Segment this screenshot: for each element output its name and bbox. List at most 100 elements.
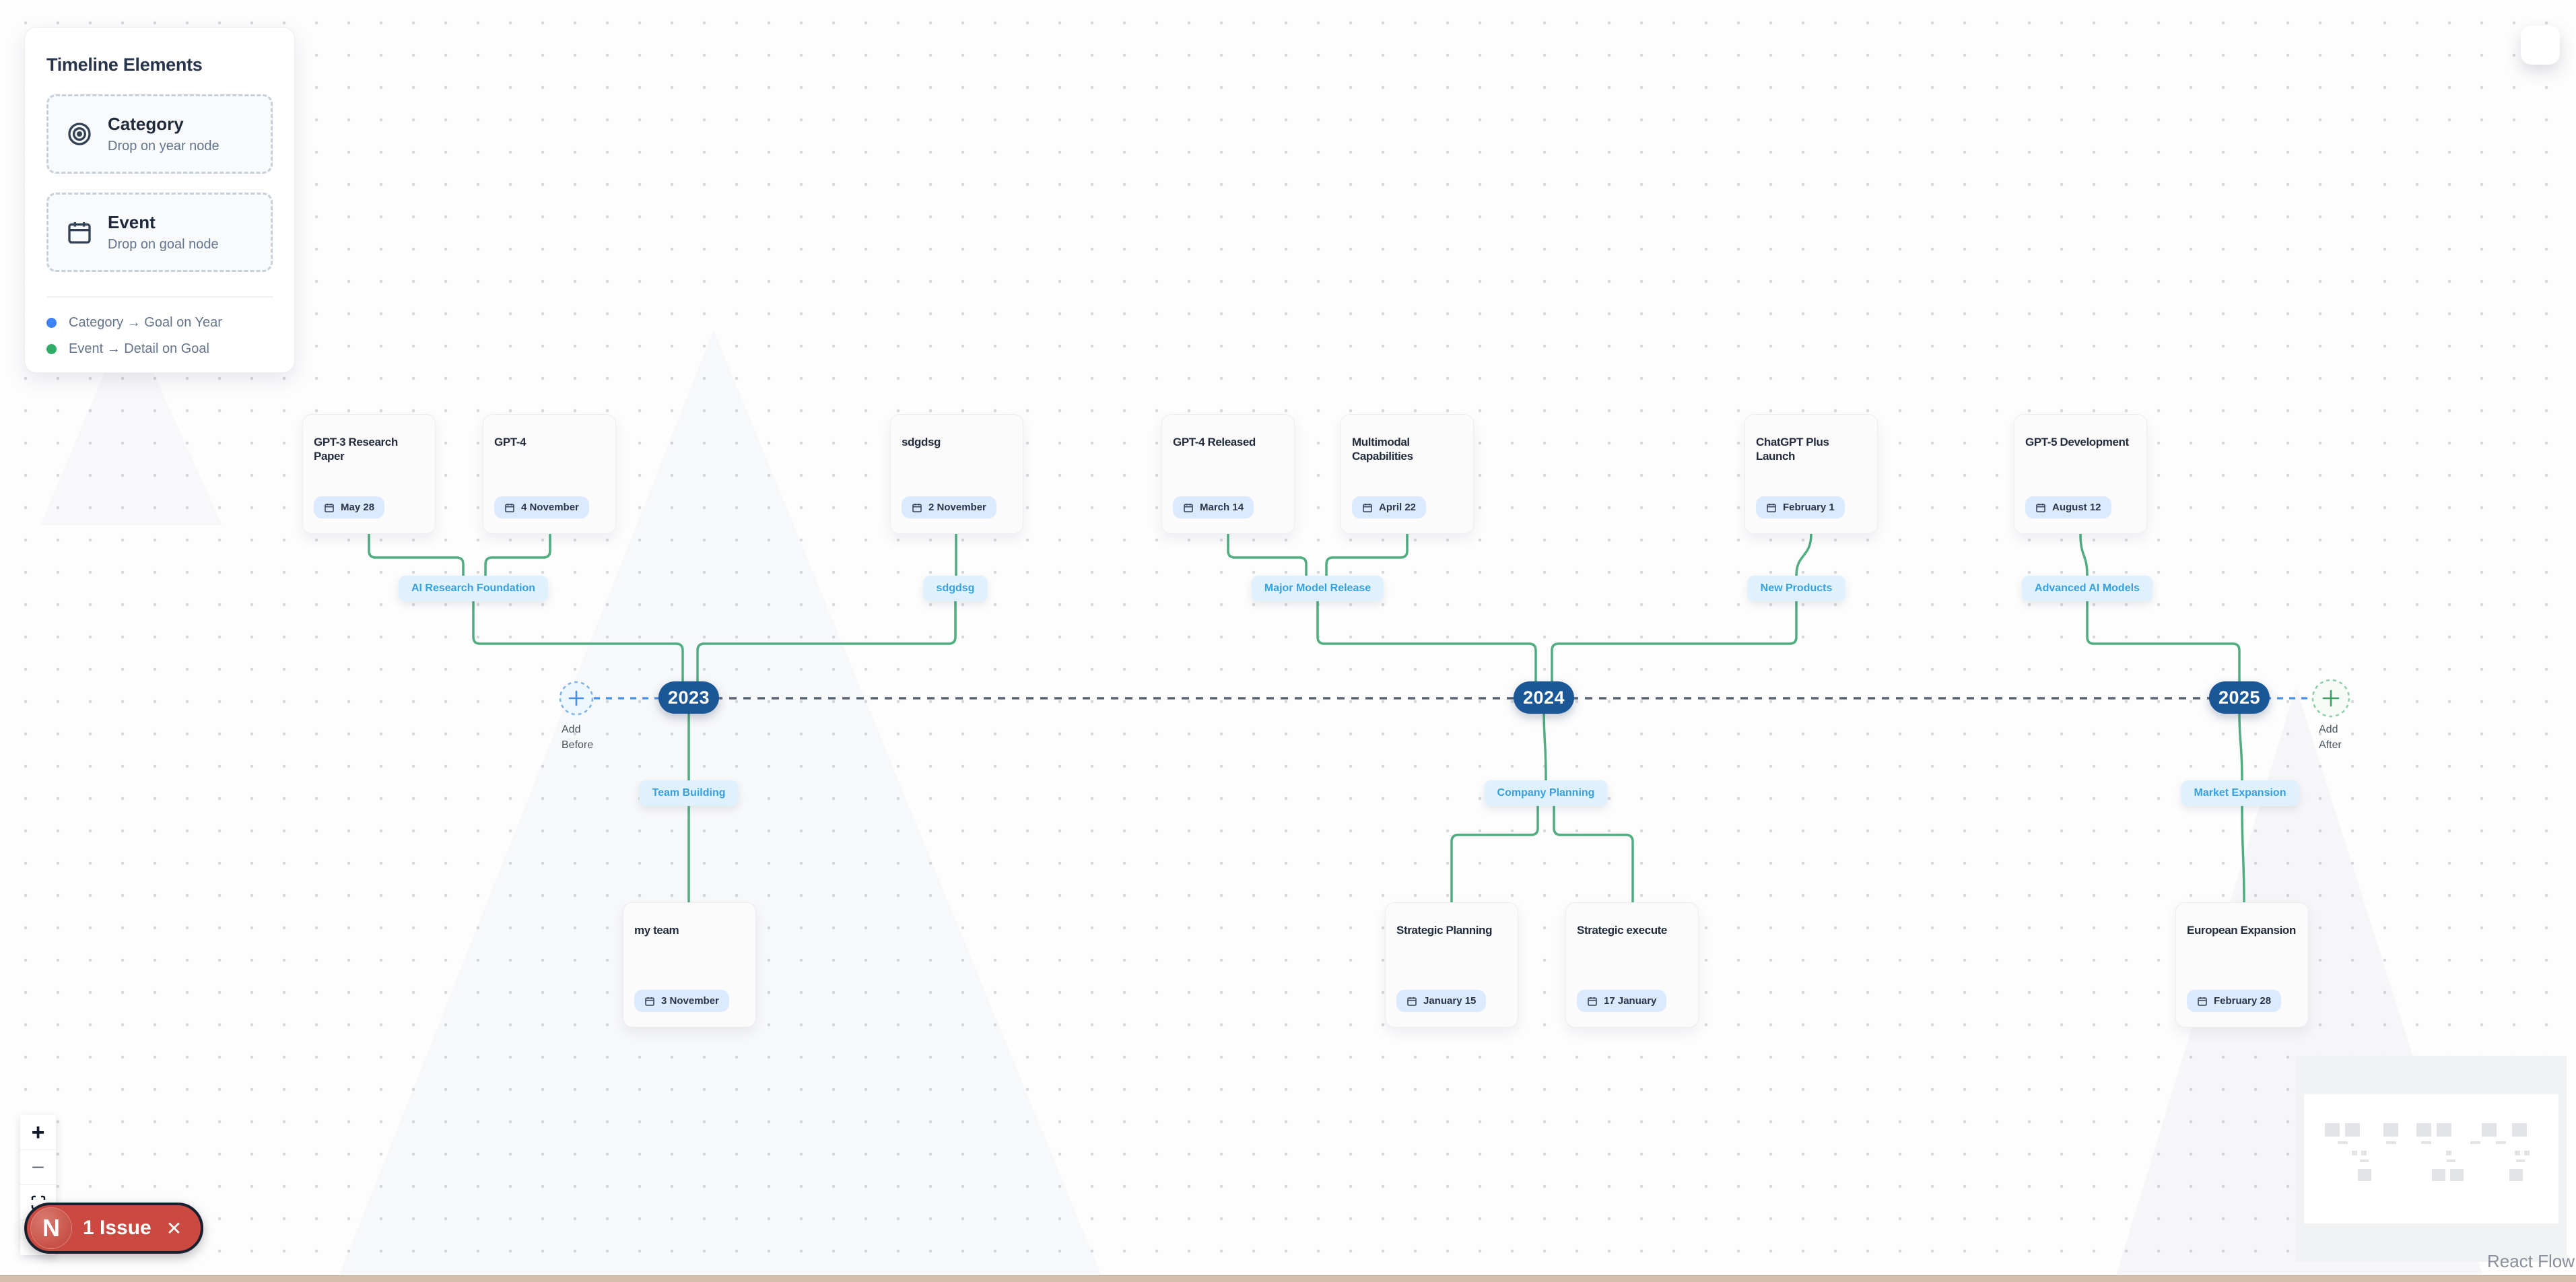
calendar-icon xyxy=(2036,503,2045,512)
plus-icon: + xyxy=(31,1119,45,1145)
panel-toggle-button[interactable] xyxy=(2521,26,2560,65)
goal-node-european-expansion[interactable]: European Expansion February 28 xyxy=(2175,902,2309,1027)
category-node-major-model-release[interactable]: Major Model Release xyxy=(1251,576,1384,601)
goal-title: my team xyxy=(634,924,679,937)
nextjs-logo-icon: N xyxy=(30,1207,72,1249)
fit-view-icon xyxy=(31,1195,45,1209)
event-title: GPT-4 xyxy=(494,436,527,448)
calendar-icon xyxy=(66,219,93,246)
zoom-in-button[interactable]: + xyxy=(20,1115,56,1150)
palette-item-category[interactable]: Category Drop on year node xyxy=(46,94,273,174)
calendar-icon xyxy=(325,503,334,512)
event-date: February 1 xyxy=(1783,502,1835,513)
event-date-badge[interactable]: August 12 xyxy=(2025,496,2111,518)
minimap-viewport[interactable] xyxy=(2304,1094,2558,1223)
legend-label: Event → Detail on Goal xyxy=(69,341,209,356)
event-node-gpt3-research-paper[interactable]: GPT-3 Research Paper May 28 xyxy=(302,414,436,534)
event-date-badge[interactable]: 2 November xyxy=(902,496,996,518)
target-icon xyxy=(66,121,93,147)
goal-date-badge[interactable]: February 28 xyxy=(2187,990,2282,1012)
event-title: sdgdsg xyxy=(902,436,941,448)
minus-icon: − xyxy=(31,1154,45,1180)
year-node-2024[interactable]: 2024 xyxy=(1513,681,1575,714)
event-node-gpt4-released[interactable]: GPT-4 Released March 14 xyxy=(1161,414,1295,534)
blue-dot-icon xyxy=(46,318,57,328)
dev-issue-badge[interactable]: N 1 Issue ✕ xyxy=(24,1203,204,1254)
goal-date: 17 January xyxy=(1604,995,1657,1007)
category-node-company-planning[interactable]: Company Planning xyxy=(1484,780,1608,806)
event-node-gpt4[interactable]: GPT-4 4 November xyxy=(483,414,616,534)
palette-item-subtitle: Drop on year node xyxy=(108,139,219,154)
legend-category: Category → Goal on Year xyxy=(46,315,273,331)
event-date: August 12 xyxy=(2052,502,2101,513)
category-node-sdgdsg[interactable]: sdgdsg xyxy=(923,576,988,601)
event-date: May 28 xyxy=(341,502,375,513)
zoom-out-button[interactable]: − xyxy=(20,1150,56,1185)
legend-label: Category → Goal on Year xyxy=(69,315,222,330)
calendar-icon xyxy=(1767,503,1776,512)
goal-node-strategic-execute[interactable]: Strategic execute 17 January xyxy=(1565,902,1699,1027)
event-node-chatgpt-plus-launch[interactable]: ChatGPT Plus Launch February 1 xyxy=(1744,414,1878,534)
green-dot-icon xyxy=(46,344,57,354)
event-title: ChatGPT Plus Launch xyxy=(1756,436,1829,463)
issue-count-label: 1 Issue xyxy=(83,1217,151,1239)
panel-title: Timeline Elements xyxy=(46,55,203,75)
category-node-advanced-ai-models[interactable]: Advanced AI Models xyxy=(2022,576,2153,601)
goal-date: February 28 xyxy=(2214,995,2272,1007)
panel-divider xyxy=(46,296,273,298)
event-date: March 14 xyxy=(1200,502,1244,513)
add-before-button xyxy=(559,681,594,716)
event-date-badge[interactable]: April 22 xyxy=(1352,496,1427,518)
category-node-market-expansion[interactable]: Market Expansion xyxy=(2181,780,2299,806)
react-flow-attribution: React Flow xyxy=(2486,1251,2575,1271)
event-date-badge[interactable]: February 1 xyxy=(1756,496,1845,518)
goal-date-badge[interactable]: 3 November xyxy=(634,990,729,1012)
legend-event: Event → Detail on Goal xyxy=(46,341,273,357)
palette-item-title: Category xyxy=(108,114,184,134)
event-node-gpt5-development[interactable]: GPT-5 Development August 12 xyxy=(2014,414,2147,534)
goal-node-my-team[interactable]: my team 3 November xyxy=(623,902,756,1027)
event-title: GPT-5 Development xyxy=(2025,436,2129,448)
palette-item-event[interactable]: Event Drop on goal node xyxy=(46,193,273,272)
event-date-badge[interactable]: 4 November xyxy=(494,496,589,518)
event-title: GPT-3 Research Paper xyxy=(314,436,398,463)
goal-title: Strategic Planning xyxy=(1396,924,1493,937)
event-date: 2 November xyxy=(928,502,986,513)
category-node-new-products[interactable]: New Products xyxy=(1747,576,1845,601)
close-icon[interactable]: ✕ xyxy=(166,1217,182,1239)
goal-title: European Expansion xyxy=(2187,924,2296,937)
event-date: 4 November xyxy=(521,502,579,513)
event-date-badge[interactable]: March 14 xyxy=(1173,496,1254,518)
event-date: April 22 xyxy=(1379,502,1417,513)
goal-date: 3 November xyxy=(661,995,719,1007)
year-node-2023[interactable]: 2023 xyxy=(658,681,720,714)
goal-title: Strategic execute xyxy=(1577,924,1667,937)
year-node-2025[interactable]: 2025 xyxy=(2208,681,2270,714)
event-date-badge[interactable]: May 28 xyxy=(314,496,385,518)
palette-item-subtitle: Drop on goal node xyxy=(108,237,219,252)
calendar-icon xyxy=(1588,997,1597,1006)
event-node-multimodal-capabilities[interactable]: Multimodal Capabilities April 22 xyxy=(1341,414,1474,534)
event-title: GPT-4 Released xyxy=(1173,436,1256,448)
minimap[interactable] xyxy=(2295,1056,2567,1262)
category-node-ai-research-foundation[interactable]: AI Research Foundation xyxy=(398,576,549,601)
calendar-icon xyxy=(2198,997,2207,1006)
timeline-elements-panel: Timeline Elements Category Drop on year … xyxy=(24,27,295,373)
calendar-icon xyxy=(1184,503,1193,512)
palette-item-title: Event xyxy=(108,212,156,232)
calendar-icon xyxy=(1363,503,1372,512)
goal-node-strategic-planning[interactable]: Strategic Planning January 15 xyxy=(1385,902,1518,1027)
event-node-sdgdsg[interactable]: sdgdsg 2 November xyxy=(890,414,1023,534)
goal-date-badge[interactable]: January 15 xyxy=(1396,990,1487,1012)
category-node-team-building[interactable]: Team Building xyxy=(639,780,739,806)
window-edge-strip xyxy=(0,1275,2576,1282)
calendar-icon xyxy=(645,997,654,1006)
calendar-icon xyxy=(505,503,514,512)
goal-date-badge[interactable]: 17 January xyxy=(1577,990,1667,1012)
add-after-button xyxy=(2311,679,2350,718)
event-title: Multimodal Capabilities xyxy=(1352,436,1413,463)
